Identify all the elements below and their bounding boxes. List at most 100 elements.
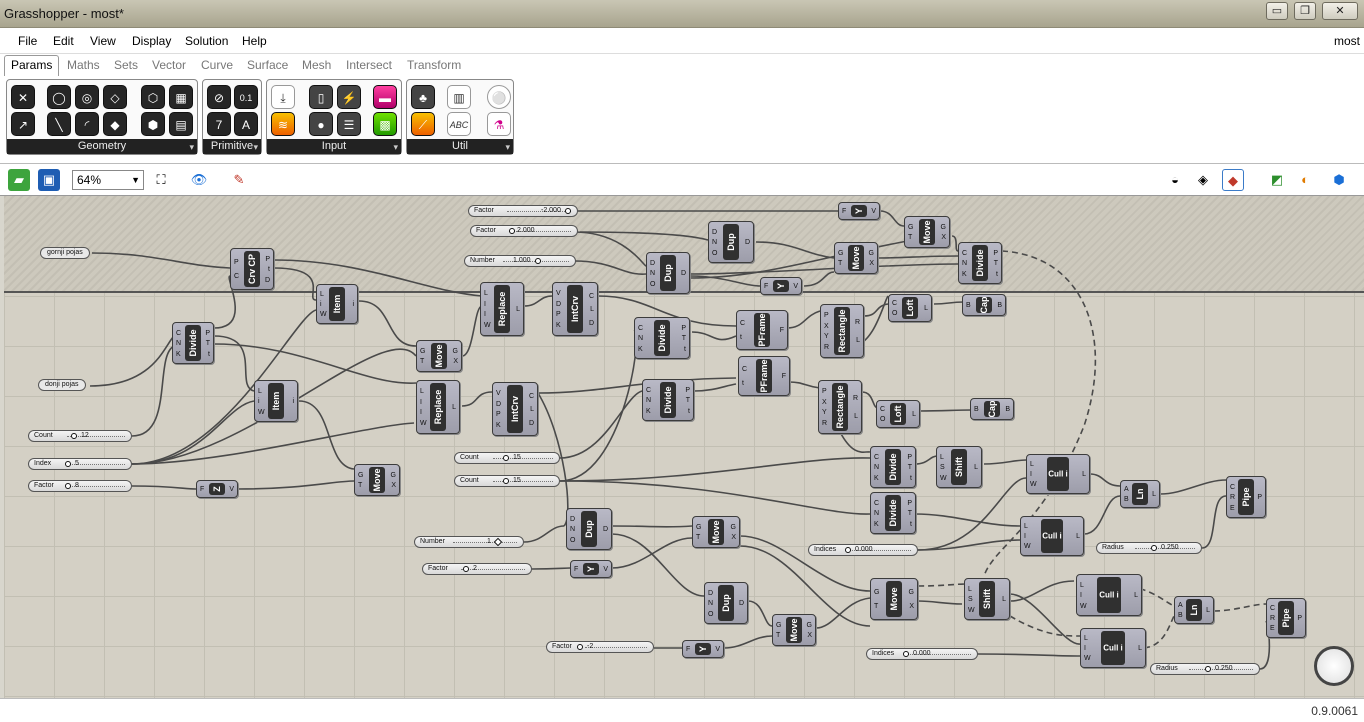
button-object-icon[interactable]: ● bbox=[309, 112, 333, 136]
input-port[interactable]: S bbox=[968, 596, 973, 603]
number-slider-icon[interactable]: ⚡ bbox=[337, 85, 361, 109]
close-button[interactable]: ✕ bbox=[1322, 2, 1358, 20]
slider-knob[interactable] bbox=[65, 461, 71, 467]
integer-param-icon[interactable]: 7 bbox=[207, 112, 231, 136]
input-port[interactable]: N bbox=[874, 510, 880, 517]
vector-param-icon[interactable]: ↗ bbox=[11, 112, 35, 136]
input-port[interactable]: C bbox=[1230, 483, 1236, 491]
input-port[interactable]: W bbox=[420, 420, 427, 428]
preview-off-icon[interactable]: ◒ bbox=[1171, 172, 1179, 187]
output-port[interactable]: L bbox=[590, 306, 594, 313]
output-port[interactable]: F bbox=[781, 373, 786, 380]
input-port[interactable]: V bbox=[496, 389, 501, 397]
input-port[interactable]: O bbox=[880, 415, 886, 423]
circle-param-icon[interactable]: ◯ bbox=[47, 85, 71, 109]
menu-edit[interactable]: Edit bbox=[53, 34, 74, 48]
input-port[interactable]: W bbox=[258, 408, 265, 416]
graph-mapper-icon[interactable]: ≋ bbox=[271, 112, 295, 136]
bake-icon[interactable]: ◩ bbox=[1270, 172, 1284, 187]
input-port[interactable]: K bbox=[874, 474, 879, 482]
zoom-extents-icon[interactable]: ⛶ bbox=[156, 172, 166, 187]
output-port[interactable]: X bbox=[391, 482, 396, 490]
slider-knob[interactable] bbox=[577, 644, 583, 650]
input-port[interactable]: G bbox=[874, 589, 880, 596]
menu-display[interactable]: Display bbox=[132, 34, 172, 48]
output-port[interactable]: P bbox=[1297, 615, 1302, 622]
input-port[interactable]: P bbox=[824, 311, 829, 319]
output-port[interactable]: P bbox=[681, 324, 686, 332]
expand-icon[interactable]: ▾ bbox=[505, 142, 510, 152]
output-port[interactable]: L bbox=[530, 406, 534, 413]
input-port[interactable]: W bbox=[968, 606, 975, 614]
input-port[interactable]: O bbox=[712, 249, 718, 257]
expand-icon[interactable]: ▾ bbox=[393, 142, 398, 152]
input-port[interactable]: L bbox=[484, 289, 488, 297]
slider-knob[interactable] bbox=[845, 547, 851, 553]
tab-sets[interactable]: Sets bbox=[114, 58, 139, 72]
input-port[interactable]: L bbox=[1030, 461, 1034, 468]
output-port[interactable]: X bbox=[731, 534, 736, 542]
input-port[interactable]: I bbox=[1024, 533, 1026, 540]
output-port[interactable]: P bbox=[685, 386, 690, 394]
output-port[interactable]: T bbox=[993, 260, 998, 267]
scribble-icon[interactable]: ⚪ bbox=[487, 85, 511, 109]
expand-icon[interactable]: ▾ bbox=[189, 142, 194, 152]
input-port[interactable]: T bbox=[908, 234, 913, 242]
output-port[interactable]: T bbox=[681, 335, 686, 342]
input-port[interactable]: T bbox=[358, 482, 363, 490]
input-port[interactable]: T bbox=[874, 603, 879, 610]
output-port[interactable]: D bbox=[528, 419, 534, 427]
output-port[interactable]: t bbox=[996, 270, 998, 278]
input-port[interactable]: L bbox=[1084, 635, 1088, 642]
output-port[interactable]: X bbox=[453, 358, 458, 366]
tab-surface[interactable]: Surface bbox=[247, 58, 289, 72]
input-port[interactable]: T bbox=[838, 260, 843, 268]
output-port[interactable]: i bbox=[352, 301, 354, 308]
output-port[interactable]: C bbox=[588, 292, 594, 300]
menu-solution[interactable]: Solution bbox=[185, 34, 229, 48]
input-port[interactable]: N bbox=[712, 239, 718, 246]
input-port[interactable]: W bbox=[1030, 481, 1037, 488]
input-port[interactable]: B bbox=[1178, 611, 1183, 619]
output-port[interactable]: G bbox=[908, 589, 914, 596]
param-viewer-icon[interactable]: ♣ bbox=[411, 85, 435, 109]
toggle-icon[interactable]: ▯ bbox=[309, 85, 333, 109]
brep-param-icon[interactable]: ▦ bbox=[169, 85, 193, 109]
output-port[interactable]: L bbox=[912, 411, 916, 418]
input-port[interactable]: D bbox=[556, 300, 562, 308]
output-port[interactable]: G bbox=[868, 249, 874, 257]
output-port[interactable]: V bbox=[871, 208, 876, 215]
input-port[interactable]: N bbox=[650, 270, 656, 277]
output-port[interactable]: t bbox=[910, 474, 912, 482]
input-port[interactable]: C bbox=[892, 300, 898, 308]
output-port[interactable]: V bbox=[715, 646, 720, 653]
input-port[interactable]: I bbox=[1030, 471, 1032, 478]
output-port[interactable]: D bbox=[738, 600, 744, 607]
output-port[interactable]: X bbox=[941, 234, 946, 242]
slider-knob[interactable] bbox=[65, 483, 71, 489]
colour-swatch-icon[interactable]: ▩ bbox=[373, 112, 397, 136]
open-file-icon[interactable]: ▰ bbox=[8, 169, 30, 191]
